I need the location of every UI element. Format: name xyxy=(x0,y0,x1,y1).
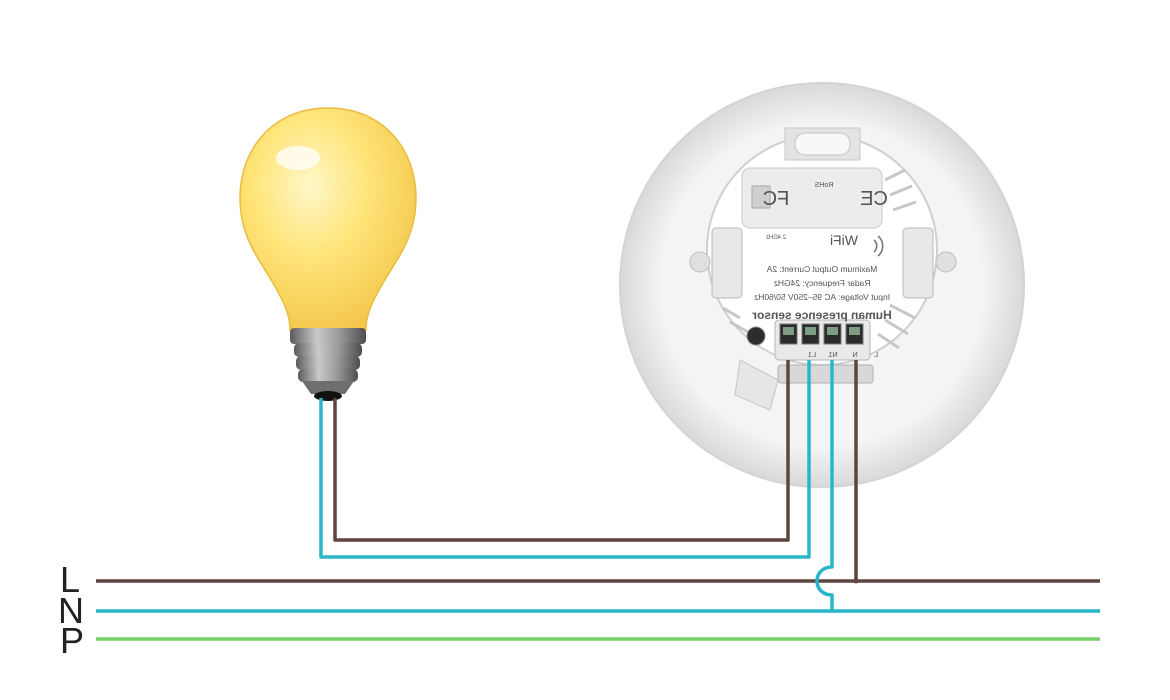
ce-mark: CE xyxy=(860,188,888,210)
sensor-label-plate xyxy=(741,167,883,229)
wifi-icon xyxy=(873,235,884,257)
live-line-label: L xyxy=(60,559,81,600)
left-clip xyxy=(711,227,743,299)
sensor-spec-voltage: Input Voltage: AC 95–250V 50/60Hz xyxy=(754,292,890,302)
right-clip xyxy=(902,227,934,299)
sensor-band-label: 2.4GHz xyxy=(766,235,786,241)
terminal-screws xyxy=(779,323,864,345)
presence-sensor: Human presence sensor Input Voltage: AC … xyxy=(619,82,1025,488)
antenna-connector xyxy=(751,185,771,209)
svg-text:L1: L1 xyxy=(808,350,816,359)
light-bulb xyxy=(239,107,417,401)
terminal-labels: L1 N1 N L xyxy=(808,350,878,359)
sensor-neutral-feed xyxy=(815,360,834,611)
sensor-title: Human presence sensor xyxy=(752,308,892,322)
fc-mark: FC xyxy=(763,188,790,210)
svg-text:L: L xyxy=(874,350,878,359)
neutral-line-label: N xyxy=(58,590,84,631)
sensor-spec-current: Maximum Output Current: 2A xyxy=(766,264,877,274)
wires xyxy=(96,360,1100,641)
bulb-live-wire xyxy=(333,360,790,542)
reset-button-hole xyxy=(746,326,766,346)
svg-text:N: N xyxy=(852,350,857,359)
bulb-collar xyxy=(290,328,366,344)
sensor-spec-radar: Radar Frequency: 24GHz xyxy=(774,278,871,288)
bulb-highlight xyxy=(276,146,320,170)
rohs-mark: RoHS xyxy=(814,182,833,189)
bulb-glass xyxy=(239,107,417,331)
bulb-neutral-wire xyxy=(319,360,811,559)
bulb-screw-base xyxy=(294,343,362,401)
sensor-wifi-label: WiFi xyxy=(830,232,858,248)
protective-line-label: P xyxy=(60,620,85,661)
vent-ribs xyxy=(722,168,917,350)
svg-text:N1: N1 xyxy=(828,350,838,359)
